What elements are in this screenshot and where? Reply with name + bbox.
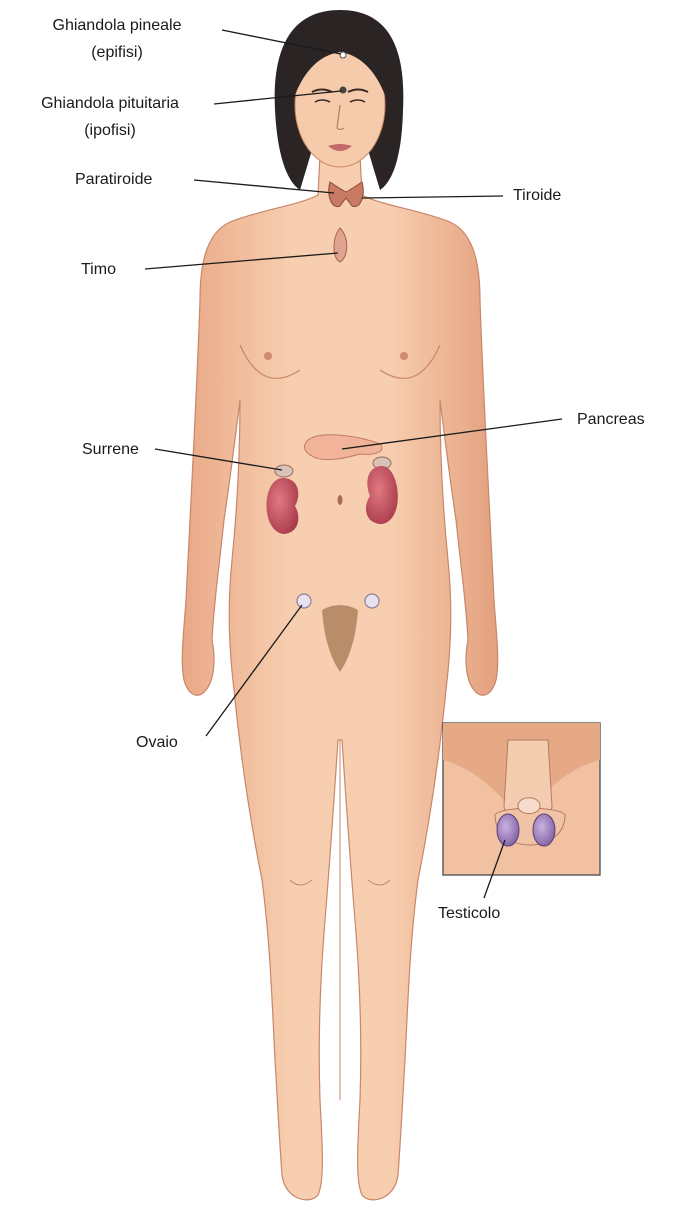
- label-testis: Testicolo: [438, 905, 500, 922]
- testis-left: [497, 814, 519, 846]
- testis-right: [533, 814, 555, 846]
- ovary-left: [297, 594, 311, 608]
- ovary-right: [365, 594, 379, 608]
- label-adrenal: Surrene: [82, 441, 139, 458]
- kidney-right: [366, 466, 398, 524]
- label-pituitary-line2: (ipofisi): [84, 122, 136, 139]
- pituitary-gland: [340, 87, 347, 94]
- adrenal-left: [275, 465, 293, 477]
- label-pancreas: Pancreas: [577, 411, 645, 428]
- pineal-gland: [340, 52, 346, 58]
- label-parathyroid: Paratiroide: [75, 171, 152, 188]
- label-pineal-line2: (epifisi): [91, 44, 143, 61]
- male-inset-illustration: [443, 723, 600, 875]
- label-thymus: Timo: [81, 261, 116, 278]
- label-ovary: Ovaio: [136, 734, 178, 751]
- label-pineal-line1: Ghiandola pineale: [53, 17, 182, 34]
- label-thyroid: Tiroide: [513, 187, 561, 204]
- label-pituitary-line1: Ghiandola pituitaria: [41, 95, 179, 112]
- leader-thyroid: [362, 196, 503, 198]
- leader-parathyroid: [194, 180, 334, 193]
